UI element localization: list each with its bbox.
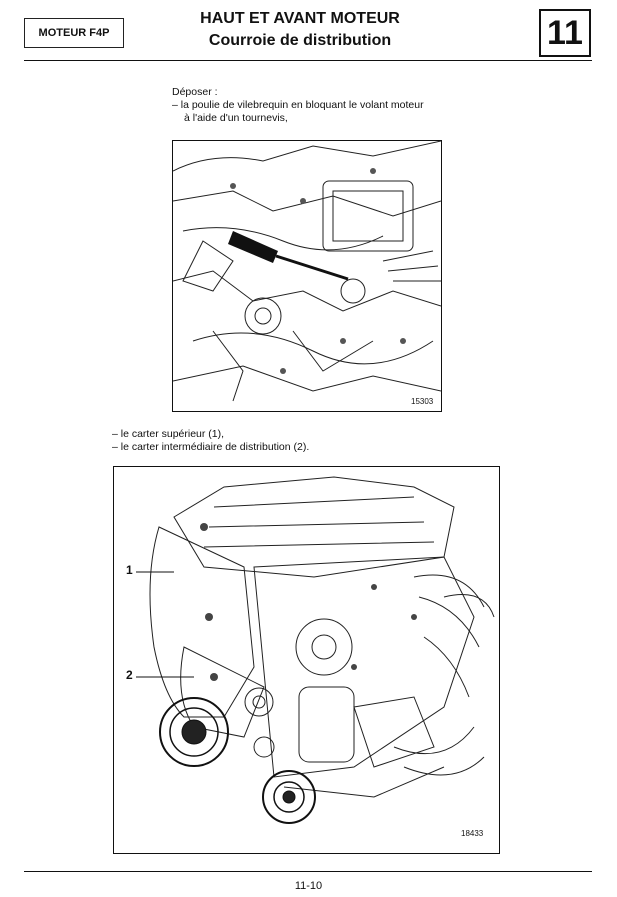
step2-line2: – le carter intermédiaire de distributio… <box>112 441 310 453</box>
page-title: HAUT ET AVANT MOTEUR <box>200 10 400 27</box>
callout-intermediate-cover: 2 <box>126 668 133 682</box>
figure-crankshaft-pulley-drawing <box>173 141 441 402</box>
chapter-number: 11 <box>547 13 583 52</box>
engine-model-label: MOTEUR F4P <box>38 27 110 39</box>
engine-model-box: MOTEUR F4P <box>24 18 124 48</box>
step2-line1: – le carter supérieur (1), <box>112 428 225 440</box>
page-number: 11-10 <box>294 880 323 892</box>
figure-crankshaft-pulley: 15303 <box>172 140 442 412</box>
callout-upper-cover: 1 <box>126 563 133 577</box>
footer-rule <box>24 871 592 872</box>
upper-cover-outline <box>149 526 255 718</box>
step1-intro: Déposer : <box>172 86 218 98</box>
crankshaft-pulley <box>159 697 229 767</box>
figure2-number: 18433 <box>461 829 484 838</box>
chapter-number-box: 11 <box>539 9 591 57</box>
screwdriver-handle <box>228 231 278 263</box>
header-rule <box>24 60 592 61</box>
figure1-number: 15303 <box>411 397 434 406</box>
figure-timing-covers-drawing <box>136 476 495 824</box>
page-subtitle: Courroie de distribution <box>208 32 392 49</box>
step1-line2: à l'aide d'un tournevis, <box>184 112 288 124</box>
ac-compressor-pulley <box>262 770 316 824</box>
step1-line1: – la poulie de vilebrequin en bloquant l… <box>172 99 424 111</box>
screwdriver-shaft <box>275 254 349 281</box>
figure-timing-covers: 1 2 18433 <box>113 466 500 854</box>
